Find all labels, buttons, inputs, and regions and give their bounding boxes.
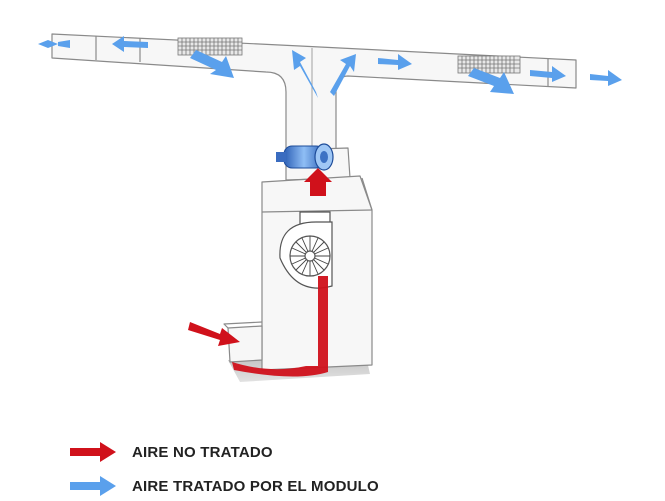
blue-arrow-right-2 [530, 66, 566, 82]
red-arrow-icon [70, 442, 116, 462]
blue-arrow-icon [70, 476, 116, 496]
blue-arrow-left-1 [38, 40, 58, 48]
supply-grille-left [177, 37, 243, 56]
return-inlet [227, 325, 263, 363]
legend-label-treated: AIRE TRATADO POR EL MODULO [132, 477, 379, 495]
main-horizontal-duct [51, 33, 577, 151]
legend-item-treated: AIRE TRATADO POR EL MODULO [68, 474, 379, 498]
legend: AIRE NO TRATADO AIRE TRATADO POR EL MODU… [68, 440, 379, 498]
blue-arrow-curl-right [330, 54, 356, 96]
hvac-duct-diagram [38, 33, 622, 382]
red-arrow-up-icon [304, 168, 332, 196]
blue-arrow-left-2 [112, 36, 148, 52]
centrifugal-fan-icon [279, 211, 333, 289]
blue-arrow-down-left [190, 50, 234, 78]
blue-arrow-right-3 [590, 70, 622, 86]
legend-label-untreated: AIRE NO TRATADO [132, 443, 273, 461]
treated-air-flow [38, 36, 622, 98]
treatment-module-icon [276, 143, 334, 171]
blue-arrow-curl-left [292, 50, 318, 98]
legend-item-untreated: AIRE NO TRATADO [68, 440, 379, 464]
untreated-air-flow [188, 168, 332, 377]
blue-arrow-right-1 [378, 54, 412, 70]
blue-arrow-down-right [468, 68, 514, 94]
supply-grille-right [457, 55, 521, 74]
red-arrow-inlet-icon [188, 322, 240, 346]
